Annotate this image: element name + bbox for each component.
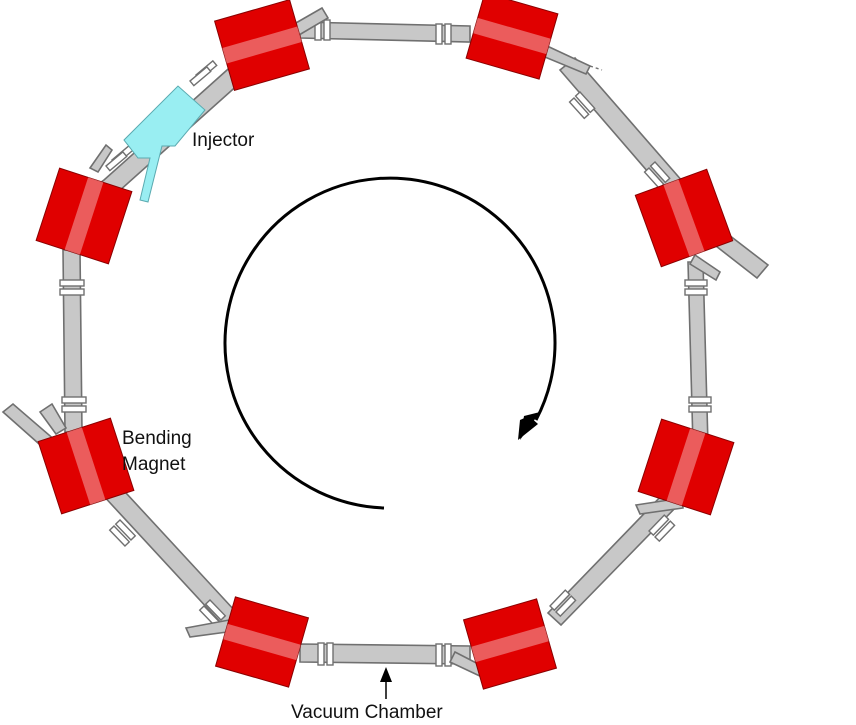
bending-magnet-top-left bbox=[213, 0, 311, 91]
vacuum-chamber-bottom-left bbox=[98, 478, 250, 639]
bending-magnet-bottom-right bbox=[462, 598, 558, 690]
flange-group-diagonals bbox=[105, 59, 676, 627]
beamline-port-left-small bbox=[38, 402, 68, 436]
bending-magnet-label-line1: Bending bbox=[122, 428, 192, 449]
vacuum-chamber-top-right bbox=[558, 56, 692, 204]
flange-group-right bbox=[684, 279, 712, 413]
bending-magnet-right-lower bbox=[637, 418, 735, 516]
vacuum-chamber-label: Vacuum Chamber bbox=[291, 702, 443, 720]
bending-magnet-label-line2: Magnet bbox=[122, 454, 186, 475]
bending-magnet-bottom-left bbox=[214, 596, 310, 688]
chamber-flanges bbox=[59, 19, 712, 667]
circulation-arrow bbox=[223, 176, 557, 510]
injector-label: Injector bbox=[192, 130, 255, 151]
beamline-port-right-small bbox=[688, 253, 722, 282]
bending-magnets bbox=[35, 0, 735, 690]
bending-magnet-left-lower bbox=[37, 417, 135, 515]
injector bbox=[123, 85, 206, 203]
vacuum-chamber-pointer bbox=[380, 667, 392, 699]
bending-magnet-top-right bbox=[465, 0, 559, 80]
vacuum-chamber-sections bbox=[62, 21, 709, 665]
beamline-ports bbox=[1, 6, 770, 680]
flange-group-bottom bbox=[317, 642, 452, 667]
flange-group-top-left bbox=[314, 19, 452, 45]
bending-magnet-left-upper bbox=[35, 167, 133, 265]
flange-group-left bbox=[59, 279, 87, 413]
beamline-port-upper-left bbox=[88, 143, 114, 174]
bending-magnet-right-upper bbox=[634, 168, 734, 268]
vacuum-chamber-left bbox=[62, 249, 83, 433]
